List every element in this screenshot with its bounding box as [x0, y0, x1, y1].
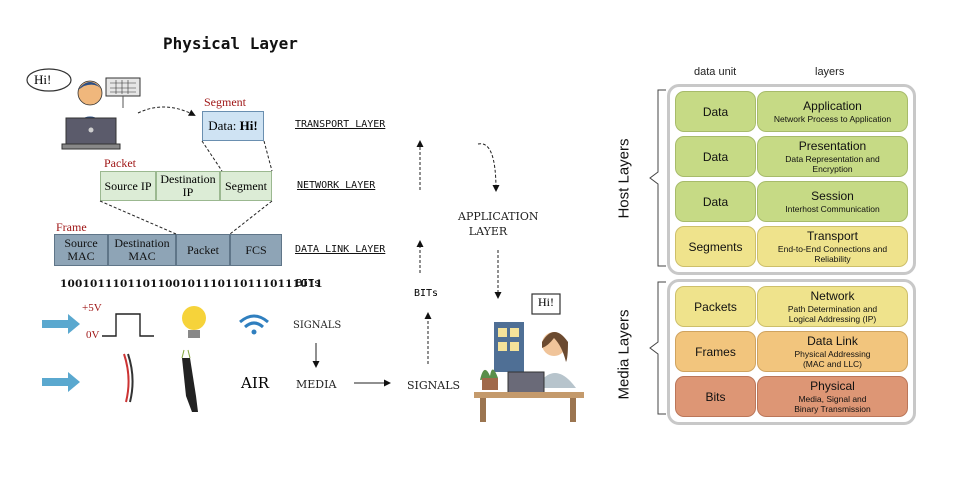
frame-field-fcs: FCS	[230, 234, 282, 266]
unit-text: Data	[702, 104, 729, 119]
layer-name: Network	[810, 288, 855, 303]
layer-name: Presentation	[798, 138, 867, 153]
segment-data-prefix: Data:	[208, 118, 237, 133]
media-layers-panel	[667, 279, 916, 425]
connector-lines	[99, 106, 502, 387]
host-layers-label: Host Layers	[615, 138, 633, 219]
packet-tag: Packet	[104, 156, 136, 170]
unit-text: Segments	[688, 239, 743, 254]
media-label: MEDIA	[296, 378, 337, 391]
layer-desc: Path Determination and Logical Addressin…	[787, 303, 878, 324]
data-unit-header: data unit	[694, 66, 737, 78]
unit-cell-physical: Bits	[675, 376, 756, 417]
unit-text: Data	[702, 194, 729, 209]
segment-data-value: Hi!	[239, 118, 258, 133]
receiver-illustration	[474, 293, 584, 422]
unit-cell-presentation: Data	[675, 136, 756, 177]
air-label: AIR	[241, 374, 270, 392]
layer-desc: Media, Signal and Binary Transmission	[794, 393, 871, 414]
unit-cell-network: Packets	[675, 286, 756, 327]
bits-layer-label: BITs	[296, 278, 321, 289]
application-layer-label: APPLICATION LAYER	[458, 210, 539, 238]
packet-field-segment: Segment	[220, 171, 272, 201]
signals-label-2: SIGNALS	[407, 379, 461, 392]
signal-media-illustrations	[42, 306, 269, 412]
data-link-layer-label: DATA LINK LAYER	[295, 244, 386, 255]
signal-zero-label: 0V	[86, 329, 100, 341]
layer-name: Physical	[810, 378, 855, 393]
brackets	[649, 89, 666, 415]
layer-desc: Data Representation and Encryption	[785, 153, 880, 174]
bits-string: 10010111011011001011101101110111011	[60, 278, 323, 290]
unit-cell-application: Data	[675, 91, 756, 132]
packet-field-destination-ip: Destination IP	[156, 171, 220, 201]
segment-tag: Segment	[204, 95, 246, 109]
signal-plus-label: +5V	[82, 302, 102, 314]
layer-name: Data Link	[807, 333, 858, 348]
layer-name: Transport	[807, 228, 858, 243]
network-layer-label: NETWORK LAYER	[297, 180, 376, 191]
unit-text: Frames	[695, 344, 736, 359]
transport-layer-label: TRANSPORT LAYER	[295, 119, 386, 130]
layer-desc: Network Process to Application	[773, 113, 892, 124]
sender-illustration	[26, 68, 141, 150]
unit-text: Bits	[705, 389, 726, 404]
unit-cell-session: Data	[675, 181, 756, 222]
bits-label-2: BITs	[414, 288, 439, 299]
frame-field-packet: Packet	[176, 234, 230, 266]
layer-name: Application	[803, 98, 862, 113]
unit-text: Packets	[694, 299, 737, 314]
signals-label: SIGNALS	[293, 320, 342, 331]
layers-header: layers	[815, 66, 845, 78]
unit-cell-transport: Segments	[675, 226, 756, 267]
layer-desc: Interhost Communication	[785, 203, 880, 214]
layer-name: Session	[811, 188, 854, 203]
frame-tag: Frame	[56, 220, 87, 234]
host-layers-panel	[667, 84, 916, 275]
unit-cell-data-link: Frames	[675, 331, 756, 372]
frame-field-destination-mac: Destination MAC	[108, 234, 176, 266]
segment-box: Data: Hi!	[202, 111, 264, 141]
packet-field-source-ip: Source IP	[100, 171, 156, 201]
page-title: Physical Layer	[163, 34, 298, 53]
frame-field-source-mac: Source MAC	[54, 234, 108, 266]
receiver-hi-bubble: Hi!	[538, 295, 554, 309]
layer-desc: End-to-End Connections and Reliability	[777, 243, 888, 264]
unit-text: Data	[702, 149, 729, 164]
media-layers-label: Media Layers	[615, 309, 633, 400]
sender-hi-bubble: Hi!	[34, 72, 52, 87]
layer-desc: Physical Addressing (MAC and LLC)	[794, 348, 871, 369]
